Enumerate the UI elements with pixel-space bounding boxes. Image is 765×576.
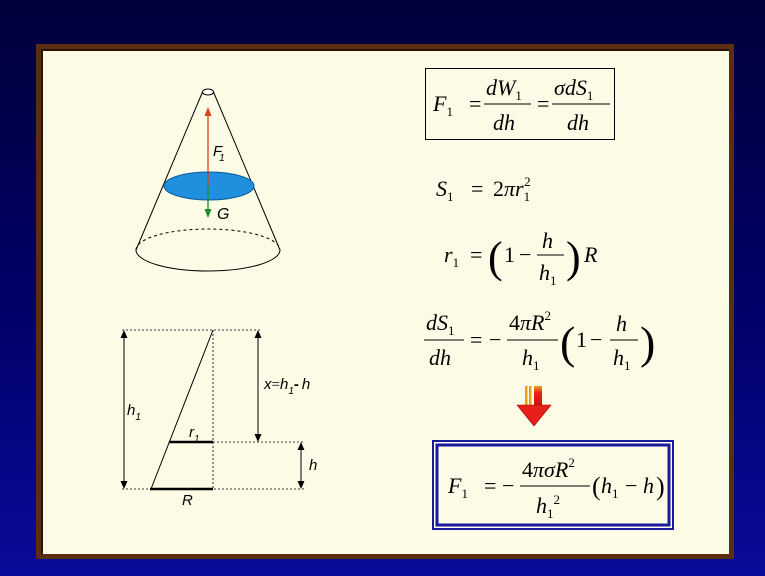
svg-text:=: = — [537, 91, 549, 116]
svg-text:=: = — [470, 327, 482, 352]
svg-text:h1: h1 — [522, 345, 540, 373]
formula-f1-final: F1 = − 4πσR2 h12 ( h1 − h ) — [432, 440, 674, 530]
liquid-disk — [163, 171, 255, 201]
svg-text:): ) — [656, 472, 665, 501]
svg-text:4πσR2: 4πσR2 — [522, 455, 575, 482]
h-arrow-top — [297, 442, 305, 450]
svg-text:dh: dh — [429, 345, 451, 370]
svg-text:−: − — [502, 473, 514, 498]
cone-base-back — [135, 228, 281, 251]
svg-text:): ) — [640, 317, 655, 368]
svg-text:R: R — [583, 242, 598, 267]
x-label: x=h1-h — [263, 376, 310, 397]
svg-text:h1: h1 — [601, 473, 619, 501]
svg-text:(: ( — [592, 472, 601, 501]
triangle-hypotenuse — [150, 329, 214, 490]
cone-diagram: F1 G — [135, 88, 281, 272]
h1-arrow-top — [120, 330, 128, 338]
x-arrow-bottom — [254, 434, 262, 442]
svg-text:−: − — [519, 242, 531, 267]
svg-text:=: = — [471, 176, 483, 201]
svg-text:(: ( — [488, 233, 503, 282]
svg-text:r1: r1 — [444, 242, 459, 270]
svg-text:dh: dh — [567, 110, 589, 135]
gravity-label: G — [217, 206, 229, 223]
formula-ds1: dS1 dh = − 4πR2 h1 ( 1 − h h1 ) — [424, 308, 655, 373]
x-arrow-top — [254, 330, 262, 338]
svg-text:1: 1 — [576, 327, 587, 352]
svg-text:dS1: dS1 — [426, 310, 455, 338]
svg-text:−: − — [625, 473, 637, 498]
gravity-arrow-head — [204, 209, 212, 218]
svg-text:h12: h12 — [536, 492, 560, 521]
result-arrow-icon — [516, 386, 552, 427]
h-label: h — [309, 457, 317, 474]
cone-right-side — [213, 91, 281, 251]
r1-label: r1 — [189, 424, 200, 445]
svg-text:dW1: dW1 — [486, 75, 522, 103]
force-label: F1 — [213, 143, 225, 164]
cone-base-front — [135, 249, 281, 272]
h1-label: h1 — [127, 402, 141, 423]
svg-text:h1: h1 — [539, 260, 557, 288]
svg-text:4πR2: 4πR2 — [509, 308, 551, 335]
svg-text:F1: F1 — [447, 473, 468, 501]
svg-text:σdS1: σdS1 — [554, 75, 593, 103]
svg-text:2πr12: 2πr12 — [493, 174, 531, 204]
svg-text:dh: dh — [493, 110, 515, 135]
svg-text:F1: F1 — [432, 91, 453, 119]
slide-panel — [36, 44, 734, 559]
cone-left-side — [135, 91, 203, 251]
svg-text:): ) — [566, 233, 581, 282]
svg-text:S1: S1 — [436, 176, 454, 204]
svg-text:(: ( — [560, 317, 575, 368]
svg-text:−: − — [489, 327, 501, 352]
svg-text:h: h — [643, 473, 654, 498]
svg-text:=: = — [469, 91, 481, 116]
triangle-diagram: h1 x=h1-h r1 h R — [120, 329, 317, 509]
h-arrow-bottom — [297, 481, 305, 489]
svg-text:−: − — [590, 327, 602, 352]
cone-apex-ellipse — [202, 88, 214, 96]
svg-text:h1: h1 — [613, 345, 631, 373]
R-label: R — [182, 492, 193, 509]
formula-s1: S1 = 2πr12 — [436, 174, 531, 204]
svg-text:h: h — [542, 228, 553, 253]
svg-text:1: 1 — [504, 242, 515, 267]
force-arrow-head — [204, 107, 212, 116]
formula-f1-definition: F1 = dW1 dh = σdS1 dh — [425, 68, 615, 140]
svg-text:h: h — [616, 311, 627, 336]
svg-text:=: = — [470, 242, 482, 267]
h1-arrow-bottom — [120, 481, 128, 489]
svg-text:=: = — [484, 473, 496, 498]
formula-r1: r1 = ( 1 − h h1 ) R — [444, 228, 598, 288]
